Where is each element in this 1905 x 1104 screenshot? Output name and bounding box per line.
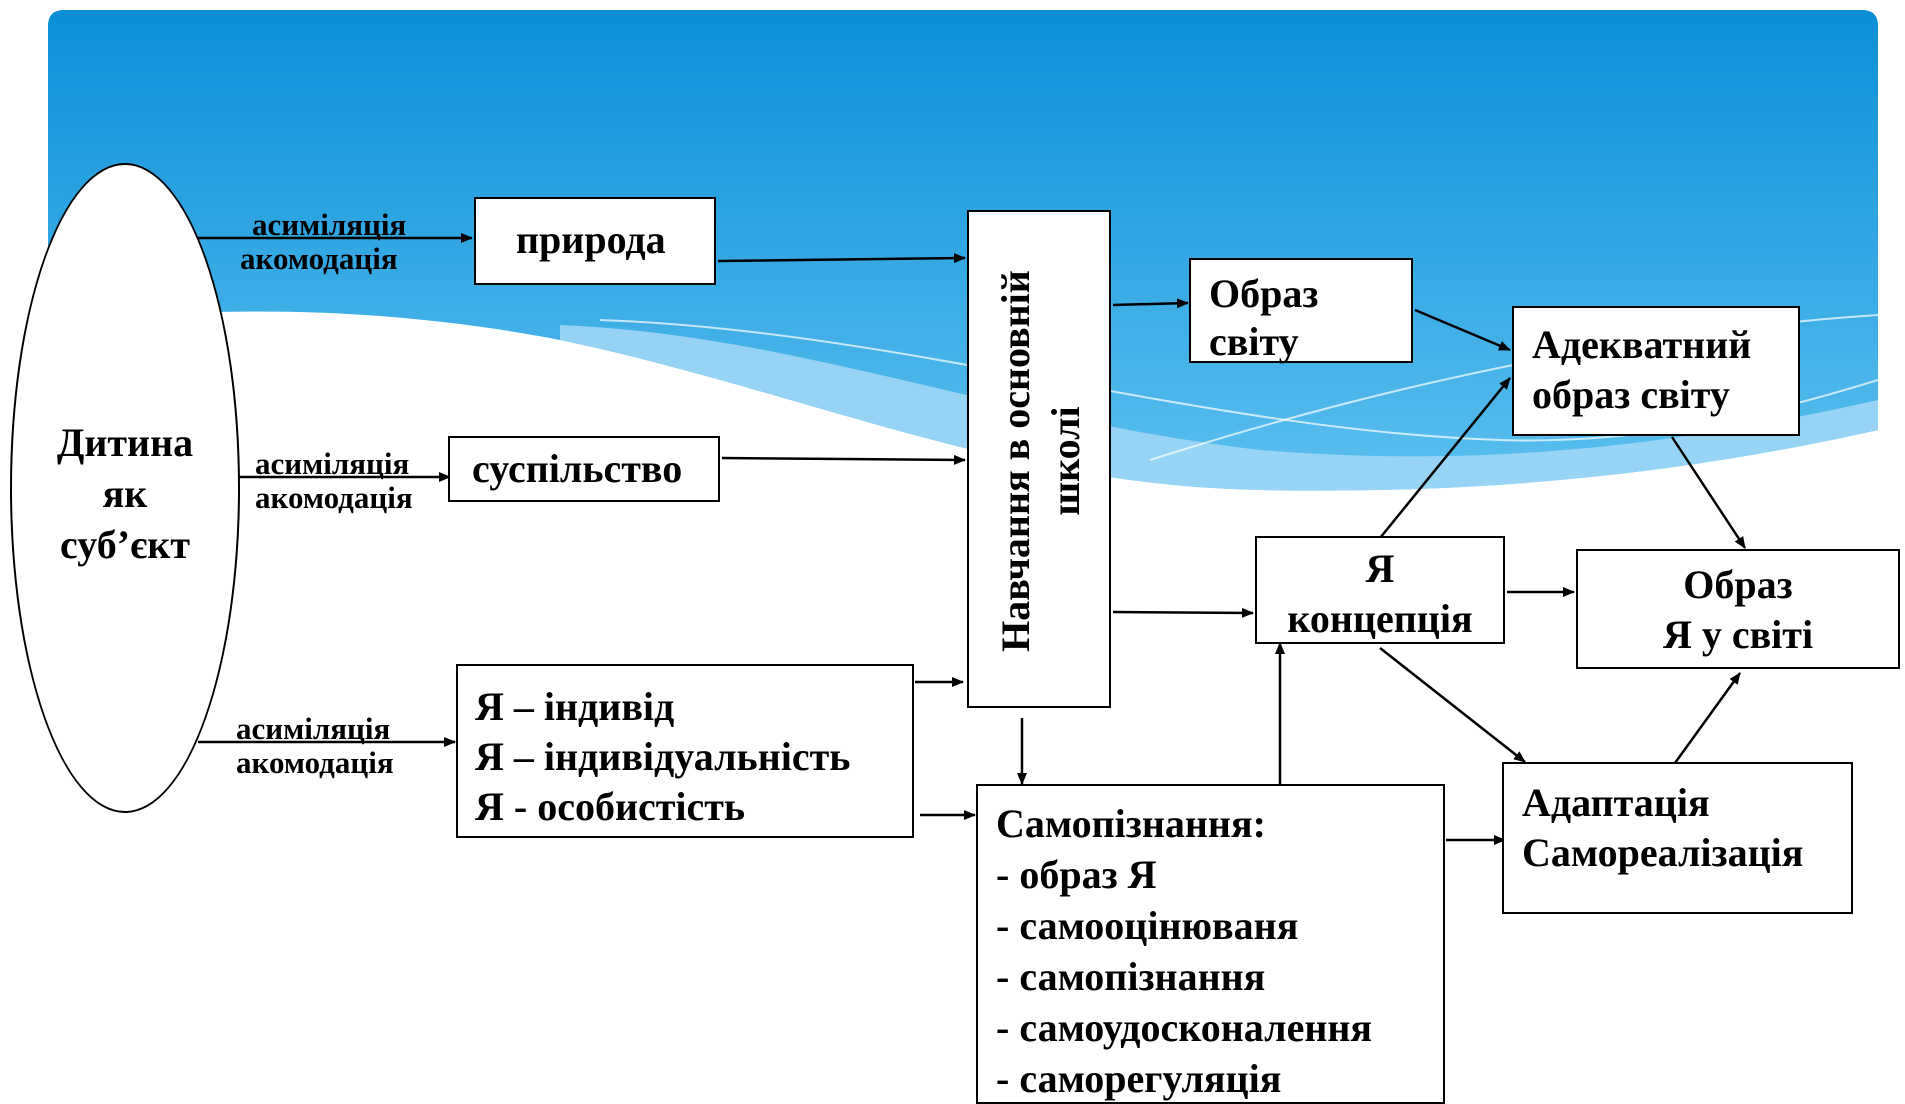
- node-nature-label: природа: [516, 217, 666, 262]
- arrow-nature-school: [717, 253, 966, 264]
- node-self-in-world-text: Образ Я у світі: [1578, 560, 1898, 660]
- child-subject-label: Дитина як суб’єкт: [10, 417, 240, 570]
- child-subject-ellipse: [10, 163, 240, 813]
- self-knowledge-title: Самопізнання:: [996, 801, 1266, 846]
- edge-label-mid: асиміляція акомодація: [255, 447, 413, 515]
- node-self-concept: Я концепція: [1255, 536, 1505, 644]
- node-adequate-world-text: Адекватний образ світу: [1532, 320, 1751, 420]
- self-knowledge-item: - образ Я: [996, 852, 1157, 897]
- self-types-line-1: Я – індивід: [475, 684, 675, 729]
- edge-label-bottom-a: асиміляція: [236, 711, 391, 746]
- self-in-world-line-1: Образ: [1683, 562, 1793, 607]
- self-knowledge-item: - самоудосконалення: [996, 1005, 1373, 1050]
- child-line-1: Дитина: [56, 420, 194, 465]
- sky-band: [48, 10, 1878, 491]
- self-knowledge-item: - самооцінюваня: [996, 903, 1299, 948]
- world-image-line-2: світу: [1209, 319, 1299, 364]
- node-nature: природа: [474, 197, 716, 285]
- child-line-2: як: [102, 471, 148, 516]
- node-adaptation-text: Адаптація Самореалізація: [1522, 778, 1803, 878]
- node-society: суспільство: [448, 436, 720, 502]
- node-self-concept-text: Я концепція: [1257, 544, 1503, 644]
- self-concept-line-2: концепція: [1287, 596, 1473, 641]
- node-society-label: суспільство: [472, 446, 683, 491]
- self-knowledge-item: - саморегуляція: [996, 1056, 1282, 1101]
- node-self-knowledge: Самопізнання: - образ Я - самооцінюваня …: [976, 784, 1445, 1104]
- node-self-in-world: Образ Я у світі: [1576, 549, 1900, 669]
- node-adequate-world: Адекватний образ світу: [1512, 306, 1800, 436]
- arrow-society-school: [721, 454, 966, 465]
- node-world-image-text: Образ світу: [1209, 270, 1318, 366]
- adaptation-line-1: Адаптація: [1522, 780, 1710, 825]
- node-self-knowledge-text: Самопізнання: - образ Я - самооцінюваня …: [996, 798, 1372, 1104]
- arrow-adaptation-selfinworld: [1673, 672, 1742, 764]
- child-line-3: суб’єкт: [60, 522, 190, 567]
- node-school-text: Навчання в основній школі: [991, 270, 1091, 652]
- self-types-line-3: Я - особистість: [475, 784, 746, 829]
- edge-label-top-b: акомодація: [240, 241, 398, 276]
- arrow-world-adequate: [1414, 308, 1511, 352]
- arrow-school-selfconcept: [1112, 607, 1254, 618]
- self-knowledge-item: - самопізнання: [996, 954, 1266, 999]
- node-adaptation: Адаптація Самореалізація: [1502, 762, 1853, 914]
- adaptation-line-2: Самореалізація: [1522, 830, 1804, 875]
- arrow-selfconcept-adequate: [1379, 377, 1511, 539]
- node-self-types-text: Я – індивід Я – індивідуальність Я - осо…: [475, 682, 850, 832]
- world-image-line-1: Образ: [1209, 271, 1319, 316]
- arrow-selfconcept-adaptation: [1379, 647, 1526, 763]
- school-line-1: Навчання в основній: [993, 270, 1038, 652]
- adequate-world-line-1: Адекватний: [1532, 322, 1752, 367]
- self-concept-line-1: Я: [1365, 546, 1395, 591]
- school-line-2: школі: [1043, 406, 1088, 516]
- self-types-line-2: Я – індивідуальність: [475, 734, 851, 779]
- edge-label-bottom: асиміляція акомодація: [236, 712, 394, 780]
- edge-label-mid-b: акомодація: [255, 480, 413, 515]
- self-in-world-line-2: Я у світі: [1662, 612, 1814, 657]
- edge-label-top: асиміляція акомодація: [240, 208, 406, 276]
- node-school: Навчання в основній школі: [967, 210, 1111, 708]
- wave-band: [560, 325, 1878, 491]
- arrow-adequate-selfinworld: [1670, 436, 1747, 549]
- node-self-types: Я – індивід Я – індивідуальність Я - осо…: [456, 664, 914, 838]
- edge-label-top-a: асиміляція: [252, 207, 407, 242]
- edge-label-mid-a: асиміляція: [255, 446, 410, 481]
- edge-label-bottom-b: акомодація: [236, 745, 394, 780]
- node-world-image: Образ світу: [1189, 258, 1413, 366]
- adequate-world-line-2: образ світу: [1532, 372, 1730, 417]
- arrow-school-world: [1112, 298, 1189, 309]
